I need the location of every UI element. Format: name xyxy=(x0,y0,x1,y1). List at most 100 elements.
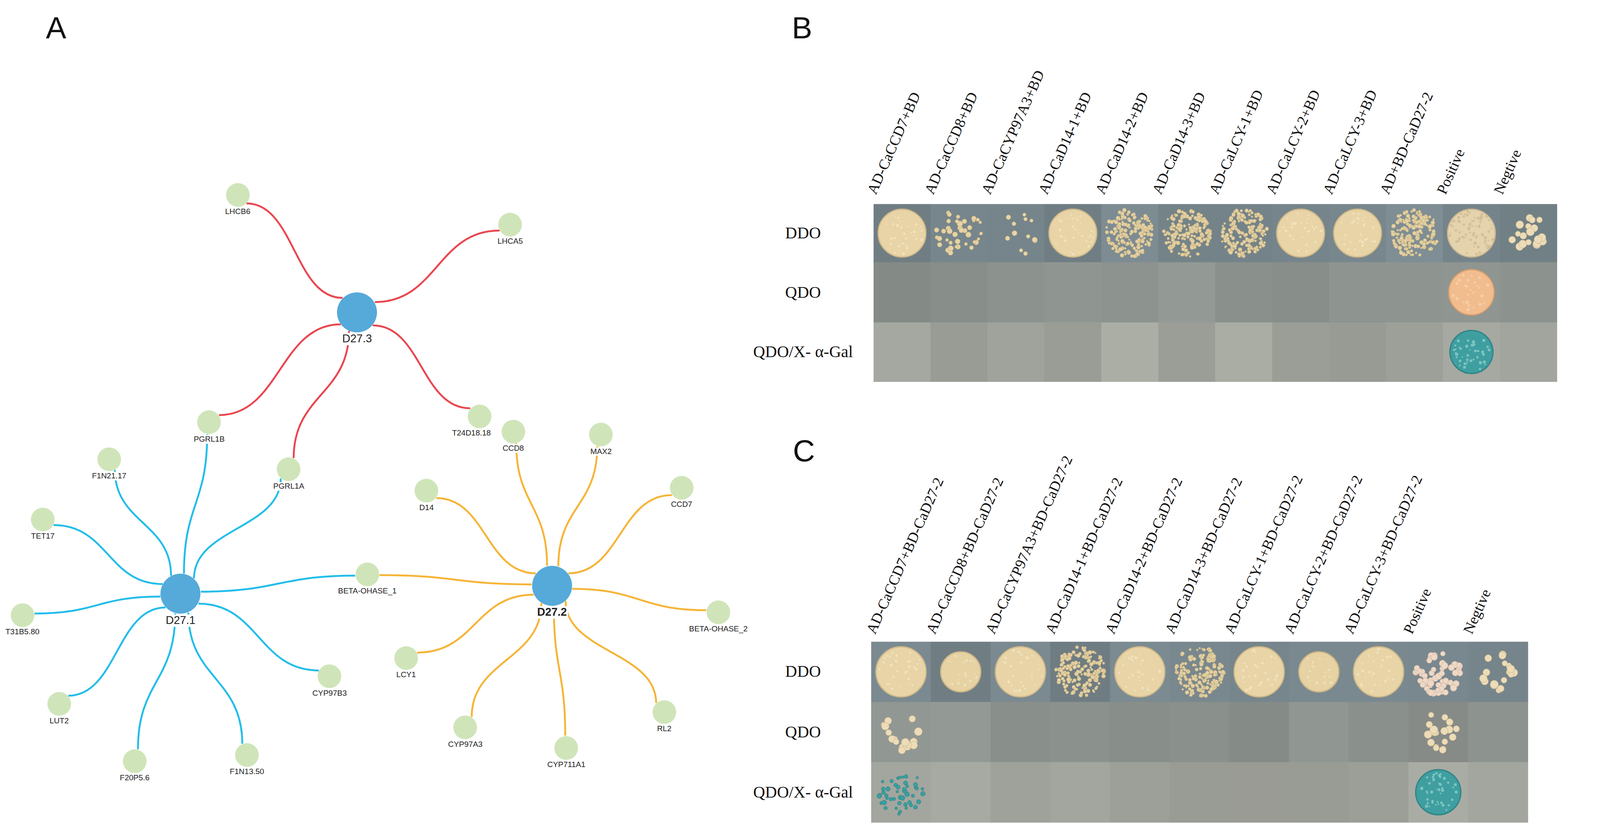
plate-cell xyxy=(1169,762,1230,823)
colony xyxy=(1138,231,1143,236)
plate-cell xyxy=(987,322,1045,382)
interaction-edge xyxy=(417,594,534,653)
gene-circle xyxy=(394,646,418,670)
colony xyxy=(1286,217,1289,220)
colony xyxy=(901,775,905,779)
colony xyxy=(894,215,897,217)
colony xyxy=(1166,237,1170,240)
colony xyxy=(1253,674,1257,678)
colony xyxy=(1303,227,1306,230)
colony xyxy=(1371,675,1373,677)
colony xyxy=(1001,661,1004,663)
hub-node: D27.1 xyxy=(160,573,201,615)
colony xyxy=(1234,209,1239,213)
colony xyxy=(1410,249,1414,253)
hub-circle xyxy=(160,573,201,615)
colony xyxy=(1466,353,1469,357)
colony xyxy=(1105,226,1108,229)
colony xyxy=(1227,228,1232,232)
colony xyxy=(1417,668,1423,674)
colony xyxy=(1305,250,1308,253)
colony xyxy=(1208,674,1212,679)
colony xyxy=(1202,673,1207,678)
gene-circle xyxy=(30,507,55,532)
colony xyxy=(964,674,967,677)
colony xyxy=(1117,240,1120,243)
colony xyxy=(1381,659,1384,662)
colony xyxy=(1257,666,1259,669)
colony xyxy=(1211,681,1214,684)
colony xyxy=(1380,664,1383,667)
colony xyxy=(1536,216,1543,223)
colony xyxy=(1100,669,1105,673)
colony xyxy=(1199,672,1202,675)
colony xyxy=(1421,219,1426,223)
plate-cell xyxy=(930,762,991,823)
colony xyxy=(1518,240,1527,249)
colony xyxy=(905,246,909,250)
colony xyxy=(965,659,968,662)
colony xyxy=(1140,245,1143,248)
colony xyxy=(1419,240,1424,245)
colony xyxy=(1305,243,1308,246)
colony xyxy=(897,216,900,220)
colony xyxy=(1439,792,1442,795)
colony xyxy=(1402,219,1405,221)
colony xyxy=(1475,225,1477,228)
colony xyxy=(1387,669,1391,672)
colony xyxy=(1248,213,1251,217)
colony xyxy=(1140,249,1144,253)
plate-cell xyxy=(1050,702,1110,763)
colony xyxy=(893,738,899,745)
colony xyxy=(909,660,912,663)
colony xyxy=(1056,675,1059,678)
colony xyxy=(1197,226,1202,230)
colony xyxy=(1199,239,1204,243)
gene-label: F1N21.17 xyxy=(90,471,128,481)
colony xyxy=(1098,655,1103,660)
colony xyxy=(1425,241,1429,245)
colony xyxy=(1307,214,1309,216)
colony xyxy=(1465,252,1469,255)
colony xyxy=(1258,683,1262,687)
colony xyxy=(1449,234,1452,238)
colony xyxy=(1439,746,1447,754)
gene-circle xyxy=(226,183,250,207)
yeast-spot xyxy=(1234,646,1285,698)
colony xyxy=(1083,689,1087,694)
colony xyxy=(1175,214,1178,217)
colony xyxy=(1478,287,1481,290)
colony xyxy=(1117,226,1120,230)
colony xyxy=(1071,691,1075,696)
interaction-edge xyxy=(372,325,471,409)
colony xyxy=(1415,236,1420,241)
colony xyxy=(1254,239,1257,242)
yeast-spot xyxy=(940,651,981,692)
colony xyxy=(1435,688,1440,693)
colony xyxy=(1433,744,1440,751)
plate-cell xyxy=(1329,262,1387,323)
colony xyxy=(1076,664,1081,668)
colony xyxy=(904,237,908,240)
colony xyxy=(1466,308,1470,312)
colony xyxy=(1435,772,1438,775)
colony xyxy=(1096,669,1101,673)
colony xyxy=(1384,680,1387,683)
colony xyxy=(1020,653,1023,656)
colony xyxy=(1073,217,1076,220)
colony xyxy=(897,245,901,248)
colony xyxy=(1077,675,1080,678)
gene-circle xyxy=(47,691,72,717)
colony xyxy=(1263,241,1266,244)
colony xyxy=(1431,229,1436,233)
colony xyxy=(1093,690,1096,693)
colony xyxy=(1463,365,1466,369)
colony xyxy=(891,651,894,655)
colony xyxy=(1147,217,1150,220)
colony xyxy=(1347,248,1350,251)
colony xyxy=(1311,661,1315,664)
interaction-edge xyxy=(34,596,161,614)
colony xyxy=(1425,721,1433,729)
colony xyxy=(1093,661,1096,664)
colony xyxy=(1174,671,1177,674)
